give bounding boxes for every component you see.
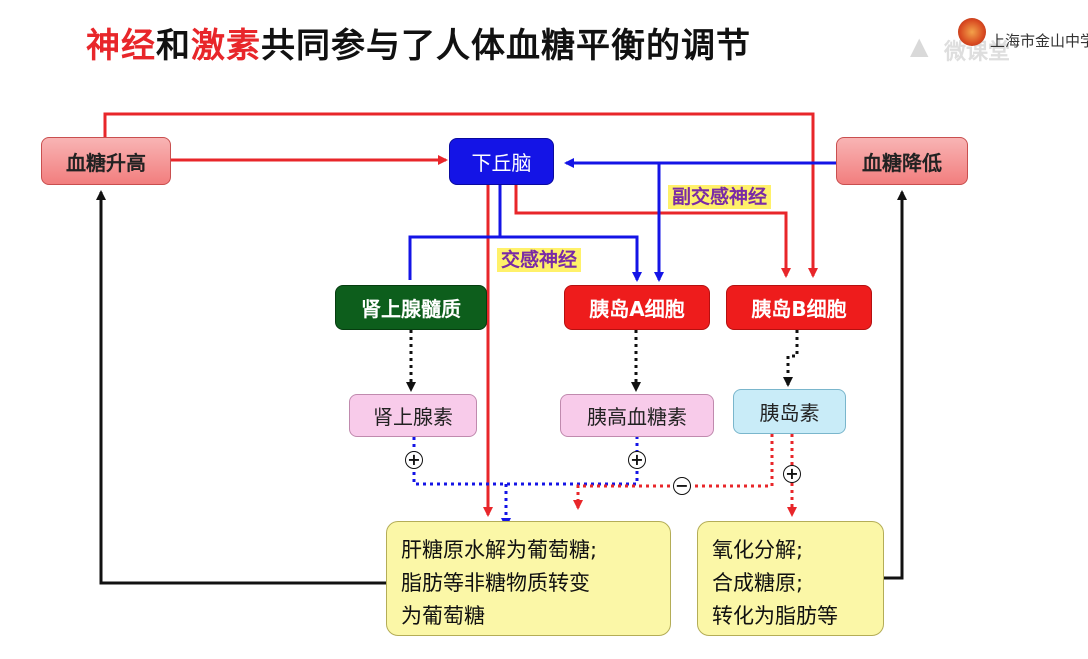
node-hypothalamus: 下丘脑 bbox=[449, 138, 554, 185]
page-title: 神经和激素共同参与了人体血糖平衡的调节 bbox=[86, 18, 751, 67]
effect-lower-line: 转化为脂肪等 bbox=[712, 604, 838, 628]
title-hormone: 激素 bbox=[191, 26, 261, 66]
arrow-lower-to-low bbox=[884, 190, 907, 580]
arrow-high-to-beta bbox=[103, 112, 818, 278]
label-parasympathetic: 副交感神经 bbox=[668, 185, 772, 209]
node-blood-sugar-low: 血糖降低 bbox=[836, 137, 968, 185]
node-alpha-cell: 胰岛A细胞 bbox=[564, 285, 710, 330]
effect-lower-line: 合成糖原; bbox=[712, 571, 804, 595]
effect-raise-line: 为葡萄糖 bbox=[401, 604, 485, 628]
effect-raise-line: 脂肪等非糖物质转变 bbox=[401, 571, 590, 595]
node-beta-cell: 胰岛B细胞 bbox=[726, 285, 872, 330]
label-sympathetic: 交感神经 bbox=[497, 248, 582, 272]
node-adrenaline: 肾上腺素 bbox=[349, 394, 477, 437]
arrow-hypo-to-beta bbox=[514, 185, 791, 278]
effect-lower-line: 氧化分解; bbox=[712, 538, 804, 562]
node-adrenal-medulla: 肾上腺髓质 bbox=[335, 285, 487, 330]
title-and: 和 bbox=[156, 26, 191, 66]
school-name: 上海市金山中学 bbox=[990, 32, 1088, 50]
arrow-adrenaline-to-liver bbox=[412, 437, 639, 526]
graduation-cap-icon: ▲ bbox=[910, 32, 929, 60]
arrow-raise-to-high bbox=[96, 190, 388, 585]
arrow-insulin-to-liver bbox=[573, 434, 774, 510]
plus-sign-insulin: + bbox=[783, 465, 801, 483]
effect-lower-blood-sugar: 氧化分解; 合成糖原; 转化为脂肪等 bbox=[697, 521, 884, 636]
arrow-beta-to-insulin bbox=[783, 330, 799, 387]
effect-raise-blood-sugar: 肝糖原水解为葡萄糖; 脂肪等非糖物质转变 为葡萄糖 bbox=[386, 521, 671, 636]
plus-sign-glucagon: + bbox=[628, 451, 646, 469]
effect-raise-line: 肝糖原水解为葡萄糖; bbox=[401, 538, 598, 562]
plus-sign-adrenaline: + bbox=[405, 451, 423, 469]
minus-sign-insulin: − bbox=[673, 477, 691, 495]
title-rest: 共同参与了人体血糖平衡的调节 bbox=[261, 26, 751, 66]
arrow-hypo-to-adrenal-alpha bbox=[408, 185, 637, 280]
node-insulin: 胰岛素 bbox=[733, 389, 846, 434]
node-blood-sugar-high: 血糖升高 bbox=[41, 137, 171, 185]
school-logo-icon bbox=[958, 18, 986, 46]
title-nerve: 神经 bbox=[86, 26, 156, 66]
node-glucagon: 胰高血糖素 bbox=[560, 394, 714, 437]
